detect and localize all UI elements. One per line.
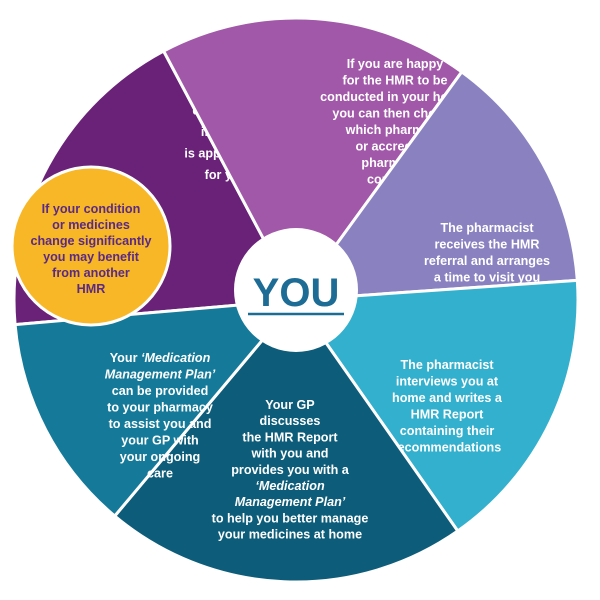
step-text-line: recommendations bbox=[393, 441, 501, 455]
step-text: The pharmacist interviews you at home and … bbox=[392, 358, 503, 455]
step-text-line: interviews you at bbox=[396, 375, 499, 389]
step-text-line: a time to visit you bbox=[434, 271, 540, 285]
step-text-line: home and writes a bbox=[392, 391, 503, 405]
step-text-line: care bbox=[147, 467, 173, 481]
step-text-line: to your pharmacy bbox=[107, 401, 213, 415]
step-text-line: conducted in your home, bbox=[320, 90, 470, 104]
step-text-line: HMR Report bbox=[411, 408, 485, 422]
step-text-line: referral and arranges bbox=[424, 254, 550, 268]
side-note-text: If your condition or medicines change sign… bbox=[30, 202, 151, 296]
side-note-line: you may benefit bbox=[43, 250, 140, 264]
step-text-line: provides you with a bbox=[231, 463, 350, 477]
step-text: If you are happy for the HMR to be conduct… bbox=[320, 57, 470, 220]
step-text-line: discusses bbox=[260, 414, 321, 428]
step-text-line: with you and bbox=[251, 447, 329, 461]
step-text-line: The pharmacist bbox=[400, 358, 494, 372]
center-circle bbox=[234, 228, 358, 352]
cycle-step-pharmacist-receives: The pharmacist receives the HMR referral a… bbox=[292, 69, 579, 368]
cycle-step-gp-discusses: Your GP discusses the HMR Report with you a… bbox=[112, 297, 460, 584]
side-note-line: change significantly bbox=[30, 234, 151, 248]
step-text-line: your GP with bbox=[121, 434, 198, 448]
step-text-line: containing their bbox=[400, 424, 495, 438]
side-note-circle bbox=[10, 165, 172, 327]
center-label: YOU bbox=[253, 271, 340, 315]
step-wedge bbox=[161, 16, 464, 303]
step-text-line: to assist you and bbox=[109, 417, 212, 431]
side-note-line: HMR bbox=[77, 282, 106, 296]
side-note-line: or medicines bbox=[52, 218, 130, 232]
step-text-line: If you are happy bbox=[347, 57, 444, 71]
step-text-line: your ongoing bbox=[120, 450, 200, 464]
step-text-line: you can then choose bbox=[332, 107, 457, 121]
step-text-line: the HMR Report bbox=[242, 430, 338, 444]
step-wedge bbox=[13, 298, 300, 519]
side-note-line: If your condition bbox=[42, 202, 141, 216]
step-arrow-icon bbox=[27, 331, 53, 347]
step-text: Your GP discusses the HMR Report with you a… bbox=[212, 398, 369, 542]
step-text-line: your medicines at home bbox=[218, 528, 362, 542]
step-arrow-icon bbox=[170, 500, 190, 524]
step-wedge bbox=[293, 278, 580, 534]
step-text-line: ‘Medication bbox=[255, 479, 325, 493]
step-text-line: Your GP bbox=[265, 398, 314, 412]
step-text-line: to help you better manage bbox=[212, 511, 369, 525]
step-wedge bbox=[292, 69, 579, 302]
step-text-line: Management Plan’ bbox=[235, 495, 346, 509]
step-text-line: for the HMR to be bbox=[343, 74, 448, 88]
step-text: The pharmacist receives the HMR referral a… bbox=[424, 221, 550, 301]
step-text-line: can be provided bbox=[112, 384, 209, 398]
step-wedge bbox=[112, 297, 460, 584]
side-note-line: from another bbox=[52, 266, 130, 280]
step-text-line: The pharmacist bbox=[440, 221, 534, 235]
step-text-line: receives the HMR bbox=[435, 238, 540, 252]
step-text-line: Your ‘Medication bbox=[110, 351, 211, 365]
cycle-step-choose-pharmacy: If you are happy for the HMR to be conduct… bbox=[161, 16, 483, 303]
step-text-line: Management Plan’ bbox=[105, 368, 216, 382]
